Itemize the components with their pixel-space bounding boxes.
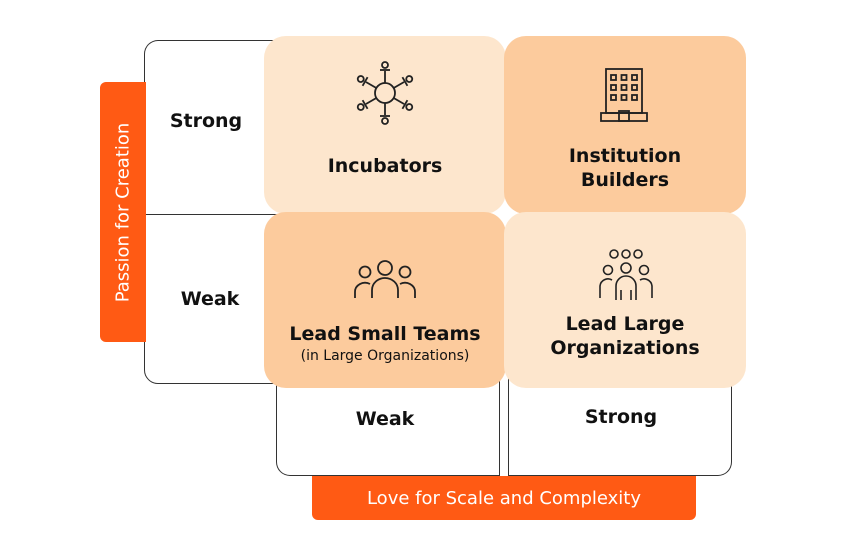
x-axis-title-bar: Love for Scale and Complexity bbox=[312, 476, 696, 520]
institution-builders-title-line1: Institution bbox=[568, 145, 682, 167]
institution-builders-title-line2: Builders bbox=[580, 169, 670, 191]
quadrant-institution-builders: Institution Builders bbox=[504, 36, 746, 214]
network-people-icon bbox=[356, 61, 414, 125]
institution-builders-title: Institution Builders bbox=[504, 144, 746, 192]
incubators-title: Incubators bbox=[327, 155, 443, 177]
quadrant-lead-small-teams: Lead Small Teams (in Large Organizations… bbox=[264, 212, 506, 388]
x-axis-title: Love for Scale and Complexity bbox=[366, 487, 642, 509]
y-axis-weak-label: Weak bbox=[180, 288, 240, 310]
lead-small-teams-title: Lead Small Teams bbox=[289, 323, 481, 345]
small-team-icon bbox=[354, 260, 416, 298]
lead-large-organizations-title: Lead Large Organizations bbox=[504, 312, 746, 360]
y-axis-title-bar: Passion for Creation bbox=[100, 82, 146, 342]
lead-small-teams-subtitle: (in Large Organizations) bbox=[300, 348, 470, 364]
lead-large-organizations-title-line2: Organizations bbox=[550, 337, 700, 359]
quadrant-lead-large-organizations: Lead Large Organizations bbox=[504, 212, 746, 388]
quadrant-incubators: Incubators bbox=[264, 36, 506, 214]
lead-large-organizations-title-line1: Lead Large bbox=[565, 313, 685, 335]
x-axis-weak-label: Weak bbox=[355, 408, 415, 430]
y-axis-title: Passion for Creation bbox=[112, 122, 134, 302]
large-group-icon bbox=[599, 249, 653, 300]
x-axis-strong-label: Strong bbox=[584, 406, 658, 428]
y-axis-strong-label: Strong bbox=[169, 110, 243, 132]
building-icon bbox=[600, 68, 648, 122]
